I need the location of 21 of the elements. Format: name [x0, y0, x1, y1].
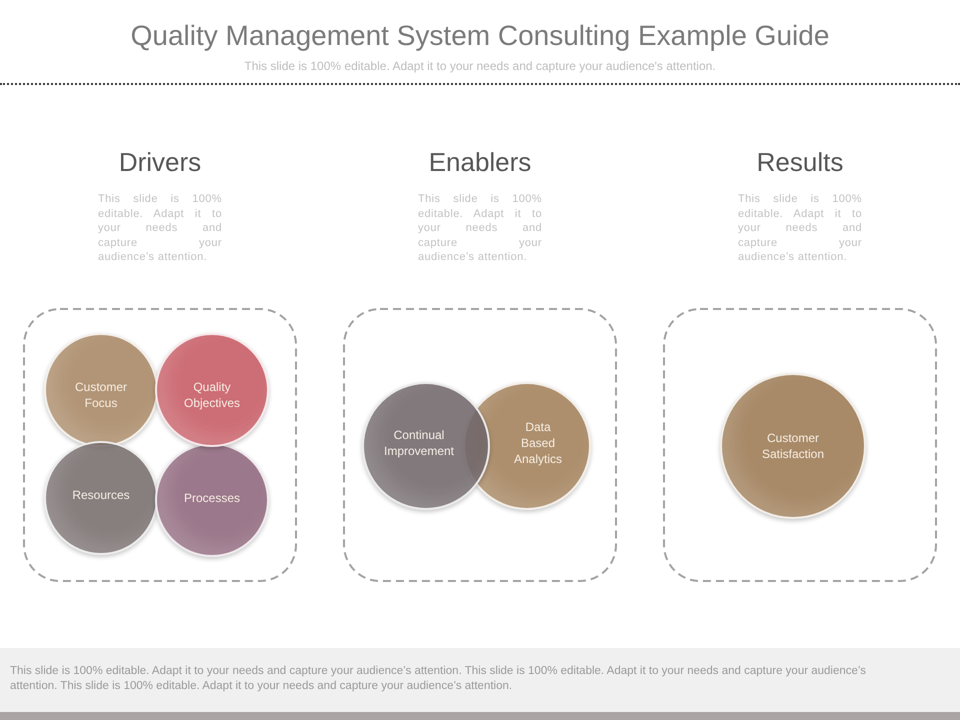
venn-circle	[155, 443, 269, 557]
subtitle-text: This slide is 100% editable. Adapt it to your needs and capture your audience's attention.	[244, 59, 716, 73]
column-description: This slide is 100% editable. Adapt it to your needs and capture your audience’s attention.	[738, 192, 862, 264]
column-heading: Enablers	[428, 147, 532, 178]
circle-label: Data Based Analytics	[513, 419, 563, 467]
footer-text: This slide is 100% editable. Adapt it to your needs and capture your audience’s attention. This slide is 100% editable. Adapt it to your needs and capture your audience’s attention. This slide is 100% editable. Adapt it to your needs and capture your audience’s attention.	[10, 664, 868, 694]
column-heading: Results	[756, 147, 844, 178]
column-heading: Drivers	[118, 147, 202, 178]
venn-circle	[44, 441, 158, 555]
circle-label: Customer Satisfaction	[761, 430, 825, 462]
slide-title: Quality Management System Consulting Example Guide	[130, 20, 830, 52]
circle-label: Customer Focus	[74, 379, 128, 411]
column-description: This slide is 100% editable. Adapt it to your needs and capture your audience’s attention.	[98, 192, 222, 264]
dashed-frame	[23, 308, 297, 582]
circle-label: Resources	[72, 487, 130, 503]
circle-label: Continual Improvement	[383, 427, 455, 459]
circle-label: Quality Objectives	[183, 379, 241, 411]
column-description: This slide is 100% editable. Adapt it to your needs and capture your audience’s attention.	[418, 192, 542, 264]
dashed-frame	[343, 308, 617, 582]
dashed-frame	[663, 308, 937, 582]
circle-label: Processes	[183, 490, 241, 506]
